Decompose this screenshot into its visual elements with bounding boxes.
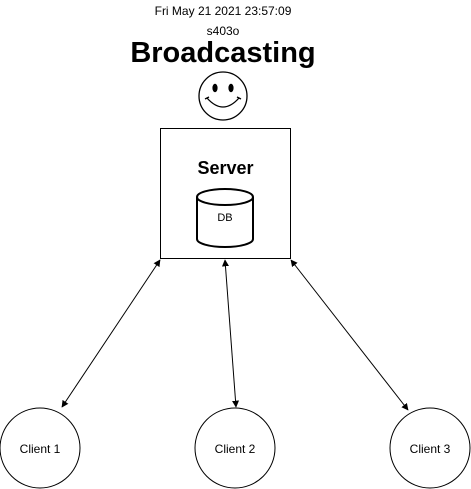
page-title: Broadcasting <box>130 37 316 69</box>
subtitle: s403o <box>206 24 240 38</box>
client-label-2: Client 2 <box>214 442 256 456</box>
client-label-3: Client 3 <box>409 442 451 456</box>
server-label: Server <box>197 158 254 178</box>
client-node-3[interactable] <box>389 407 471 489</box>
connector-server-client-1 <box>61 259 161 408</box>
client-node-1[interactable] <box>0 407 81 489</box>
client-label-1: Client 1 <box>19 442 61 456</box>
smiley-face-icon <box>198 71 248 121</box>
connector-server-client-3 <box>290 259 409 411</box>
timestamp: Fri May 21 2021 23:57:09 <box>154 4 292 18</box>
database-label: DB <box>217 212 233 224</box>
database-icon <box>196 188 254 248</box>
connector-server-client-2 <box>221 259 240 408</box>
client-node-2[interactable] <box>194 407 276 489</box>
